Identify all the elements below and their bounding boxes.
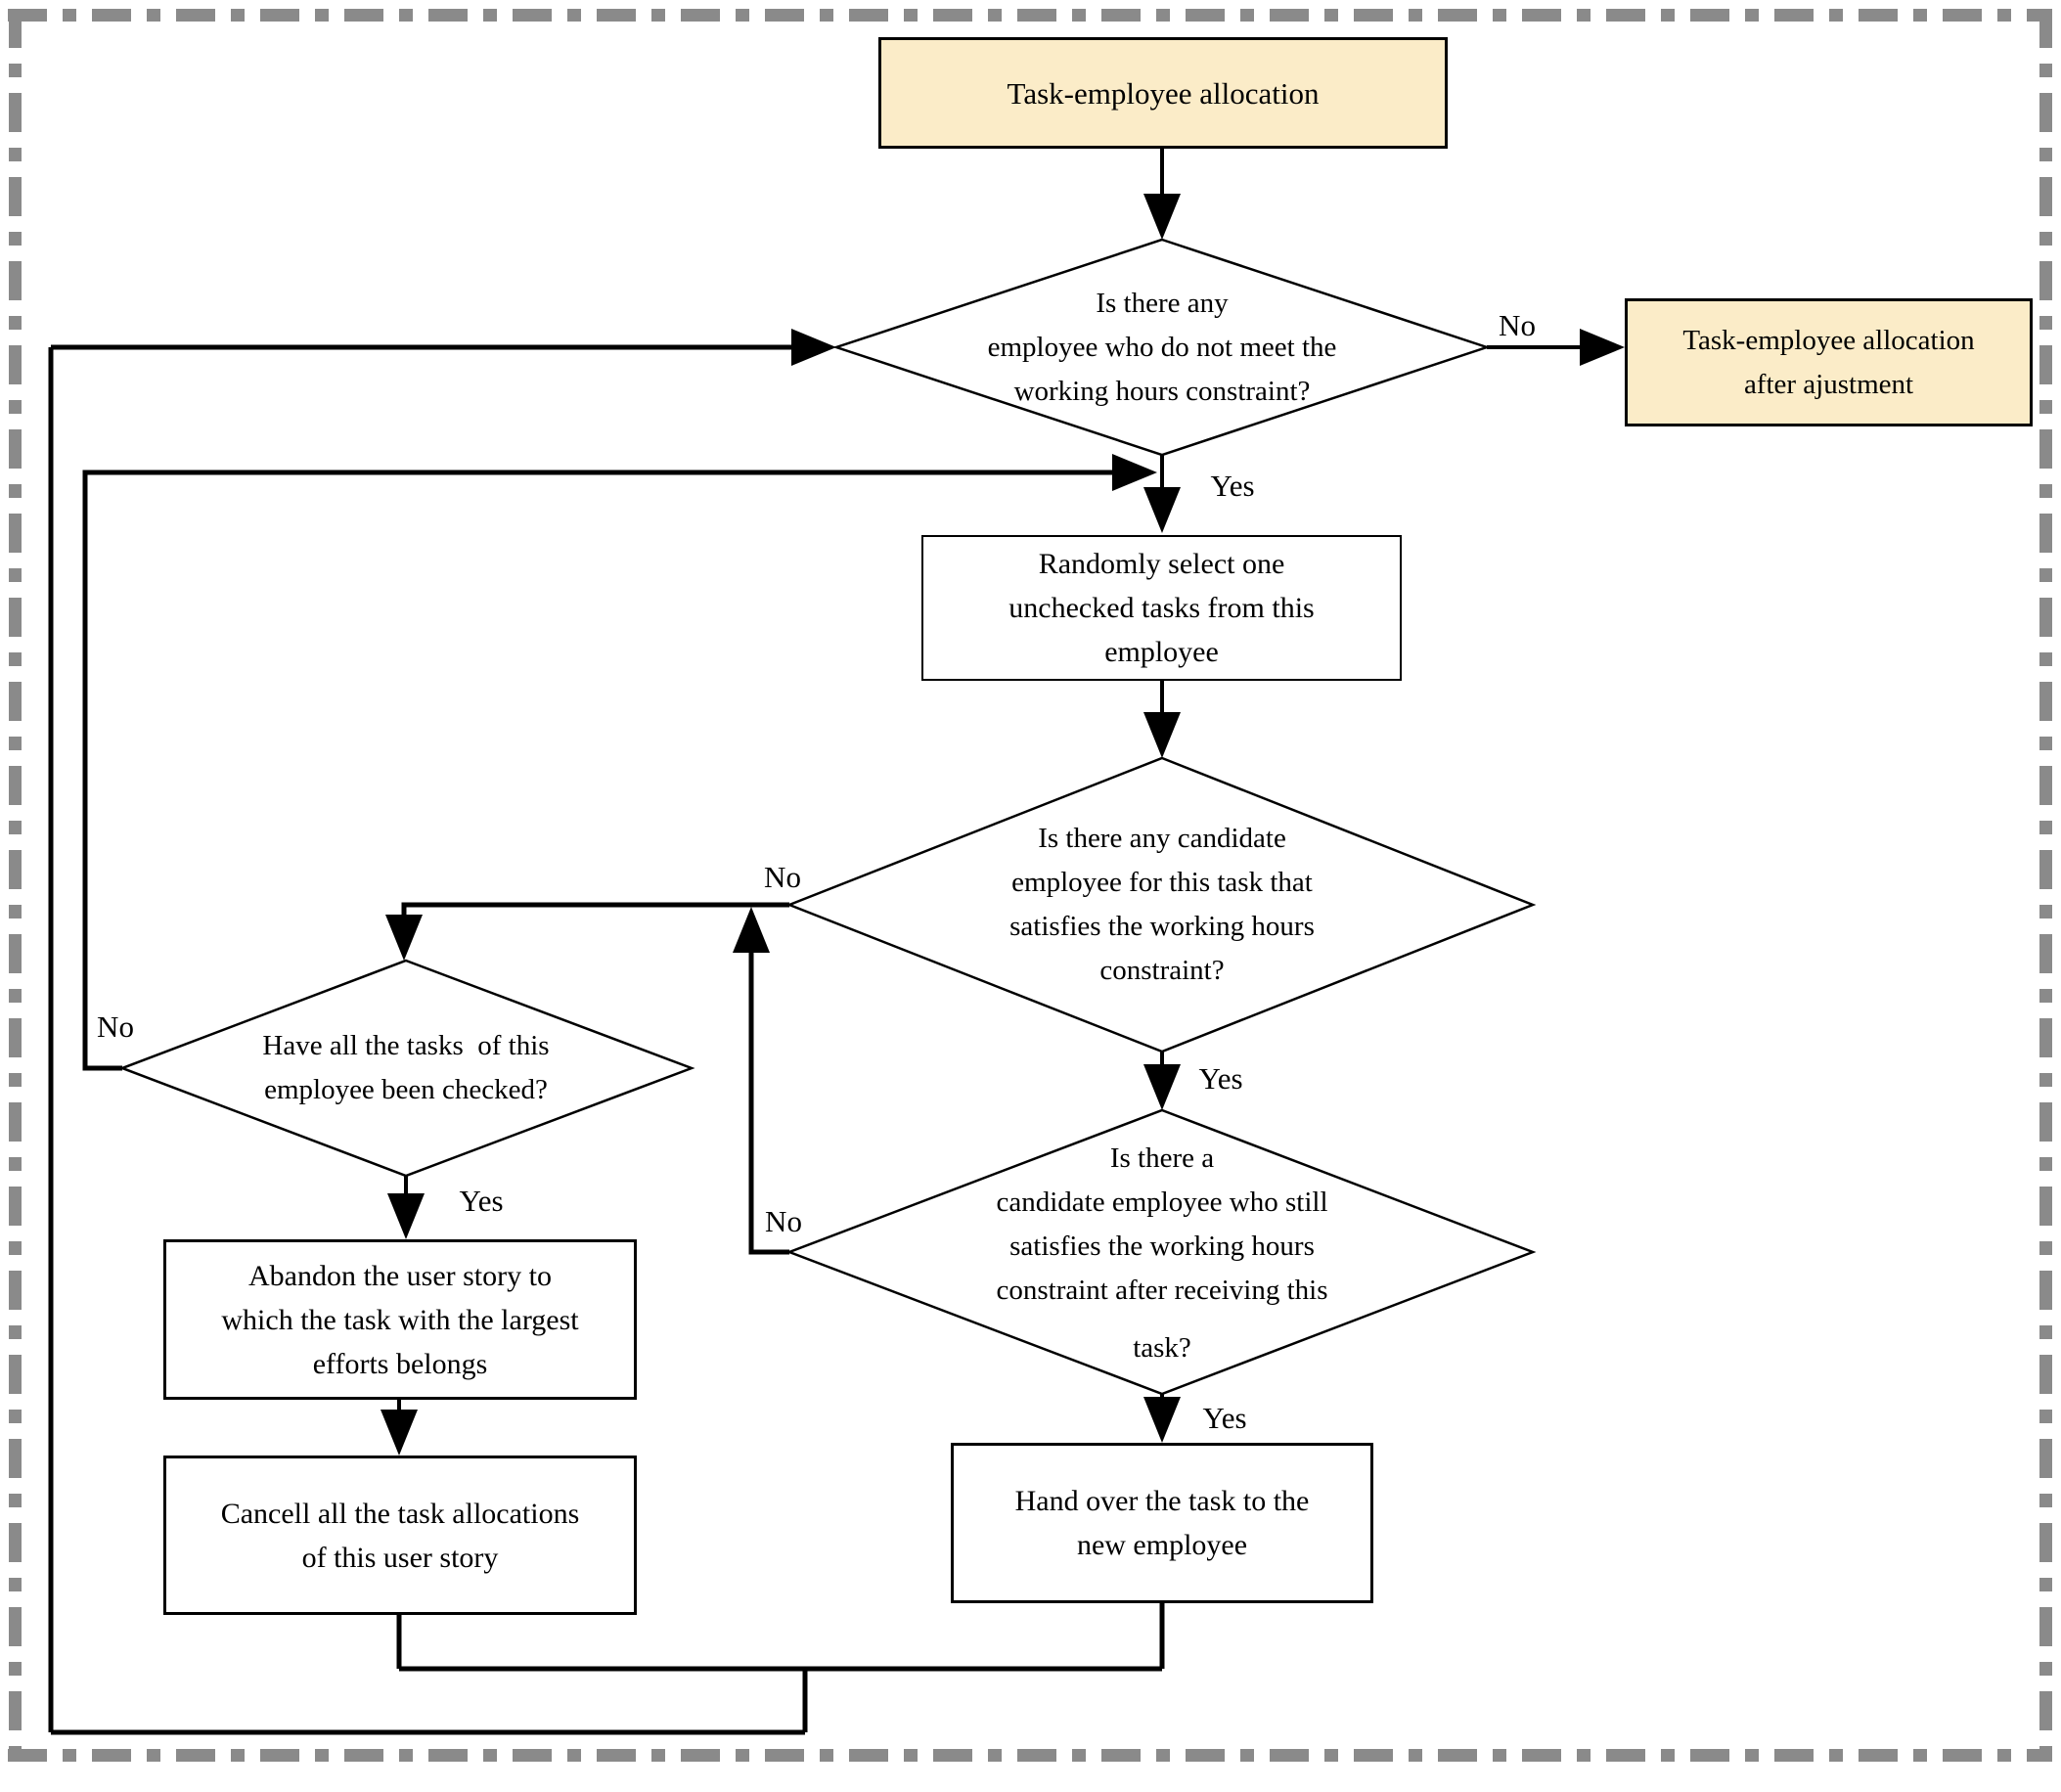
end-node: Task-employee allocation after ajustment: [1625, 298, 2033, 426]
decision-working-hours-shape: [832, 238, 1491, 457]
decision-still-satisfies-shape: [785, 1108, 1537, 1396]
decision1-line2: employee who do not meet the: [987, 332, 1337, 363]
process-handover-line1: Hand over the task to the: [1014, 1485, 1310, 1517]
arrowhead-decision1-yes: [1143, 487, 1181, 533]
arrowhead-select-to-decision2: [1143, 712, 1181, 758]
process-abandon-line3: efforts belongs: [312, 1347, 488, 1380]
arrowhead-decision3-yes: [1143, 1397, 1181, 1443]
process-select-line1: Randomly select one: [1038, 548, 1285, 580]
process-cancel: Cancell all the task allocations of this…: [163, 1456, 637, 1615]
label-no-decision4: No: [97, 1009, 134, 1044]
decision2-line3: satisfies the working hours: [1009, 911, 1315, 942]
decision4-line1: Have all the tasks of this: [262, 1030, 550, 1061]
process-abandon-line1: Abandon the user story to: [248, 1259, 552, 1292]
process-cancel-line1: Cancell all the task allocations: [220, 1497, 580, 1530]
end-node-line2: after ajustment: [1743, 368, 1914, 400]
decision-still-satisfies-text: Is there a candidate employee who still …: [859, 1140, 1465, 1366]
path-decision2-no: [401, 902, 789, 918]
arrowhead-decision3-no: [733, 907, 770, 953]
decision3-line4: constraint after receiving this: [996, 1274, 1328, 1306]
arrowhead-abandon-to-cancel: [381, 1410, 418, 1456]
process-handover: Hand over the task to the new employee: [951, 1443, 1373, 1603]
arrowhead-allchecked-yes: [387, 1193, 425, 1239]
decision2-line1: Is there any candidate: [1038, 823, 1286, 854]
frame-left: [9, 9, 22, 1762]
arrowhead-start-to-decision1: [1143, 194, 1181, 240]
label-yes-decision4: Yes: [459, 1184, 504, 1218]
loop-allchecked-no: [82, 470, 1115, 1071]
process-select-line3: employee: [1104, 636, 1219, 668]
arrowhead-decision1-no: [1580, 329, 1625, 366]
decision1-line3: working hours constraint?: [1013, 376, 1311, 407]
frame-right: [2039, 9, 2052, 1762]
frame-top: [8, 9, 2052, 22]
frame-bottom: [8, 1749, 2052, 1762]
decision3-line2: candidate employee who still: [996, 1186, 1328, 1218]
decision-all-checked-shape: [118, 959, 695, 1178]
label-no-decision1: No: [1499, 308, 1536, 342]
process-handover-line2: new employee: [1076, 1529, 1248, 1561]
process-select-task: Randomly select one unchecked tasks from…: [921, 535, 1402, 681]
path-decision3-no: [748, 951, 789, 1255]
arrowhead-outer-return: [791, 329, 836, 366]
decision3-line1: Is there a: [1109, 1142, 1215, 1174]
decision3-line3: satisfies the working hours: [1009, 1230, 1315, 1262]
start-node: Task-employee allocation: [878, 37, 1448, 149]
arrowhead-decision2-no: [385, 915, 423, 961]
label-yes-decision2: Yes: [1198, 1061, 1243, 1096]
decision-working-hours-text: Is there any employee who do not meet th…: [888, 282, 1436, 414]
process-cancel-line2: of this user story: [301, 1541, 499, 1574]
arrowhead-decision2-yes: [1143, 1064, 1181, 1110]
decision2-line4: constraint?: [1099, 955, 1225, 986]
process-abandon: Abandon the user story to which the task…: [163, 1239, 637, 1400]
start-node-label: Task-employee allocation: [1007, 75, 1320, 111]
decision-candidate-shape: [785, 756, 1537, 1053]
decision-all-checked-text: Have all the tasks of this employee been…: [132, 1024, 680, 1112]
decision4-line2: employee been checked?: [264, 1074, 548, 1105]
process-abandon-line2: which the task with the largest: [221, 1303, 579, 1336]
loop-outer-return: [48, 344, 1165, 1735]
end-node-line1: Task-employee allocation: [1682, 324, 1975, 356]
decision1-line1: Is there any: [1096, 288, 1229, 319]
decision-candidate-text: Is there any candidate employee for this…: [888, 817, 1436, 993]
label-yes-decision1: Yes: [1210, 469, 1255, 503]
label-yes-decision3: Yes: [1202, 1401, 1247, 1435]
decision3-line5: task?: [1133, 1331, 1191, 1364]
label-no-decision2: No: [764, 860, 801, 894]
decision2-line2: employee for this task that: [1011, 867, 1313, 898]
arrowhead-allchecked-no: [1112, 454, 1157, 491]
process-select-line2: unchecked tasks from this: [1008, 592, 1315, 624]
label-no-decision3: No: [765, 1204, 802, 1238]
